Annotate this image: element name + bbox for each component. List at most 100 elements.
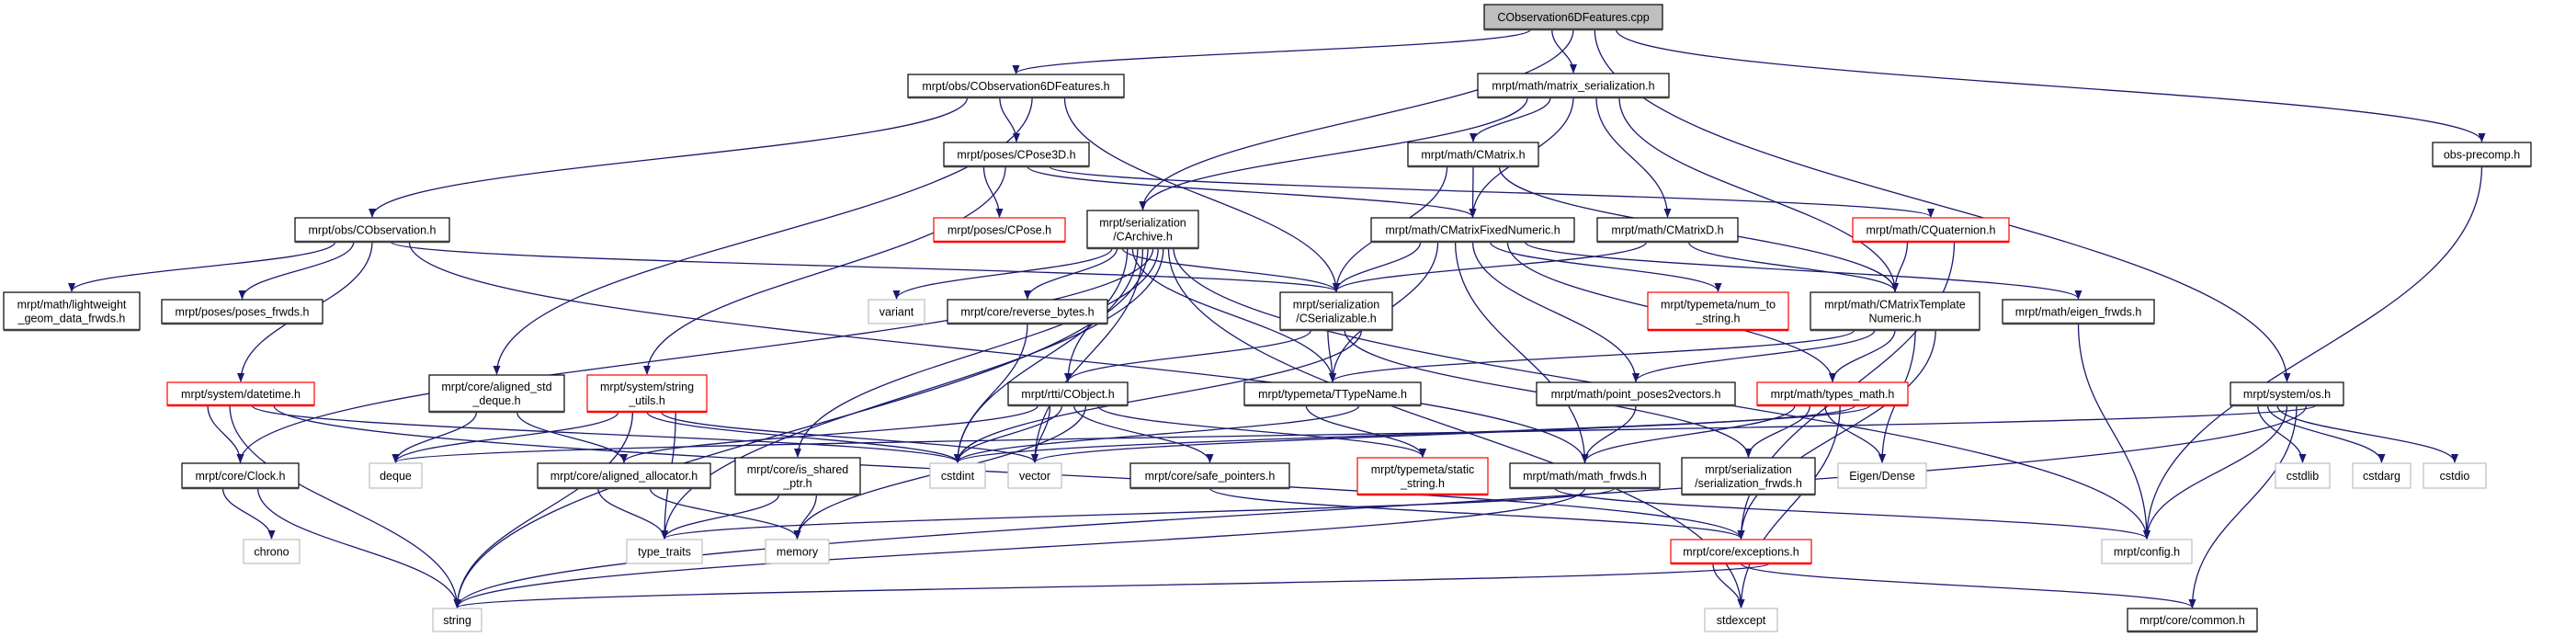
node-box	[1407, 142, 1539, 167]
node-box	[294, 217, 450, 243]
edge-cobject-to-safeptr	[1072, 404, 1214, 463]
node-pp2v[interactable]: mrpt/math/point_poses2vectors.h	[1536, 381, 1736, 407]
edge-datetime-to-string	[229, 404, 461, 609]
edge-cpp-to-obsprecomp	[1615, 28, 2486, 142]
node-numtostr[interactable]: mrpt/typemeta/num_to_string.h	[1647, 291, 1789, 332]
node-label: vector	[1019, 470, 1050, 483]
edge-ttypename-to-staticstr	[1305, 404, 1426, 458]
edge-isshared-to-typetraits	[661, 494, 780, 540]
node-label: mrpt/math/CMatrixFixedNumeric.h	[1385, 224, 1560, 237]
edge-os-to-deque	[392, 404, 2317, 463]
node-label: Eigen/Dense	[1849, 470, 1915, 483]
edge-datetime-to-cstdint	[251, 404, 961, 463]
edge-os-to-cstdio	[2276, 404, 2458, 463]
node-label: deque	[380, 470, 412, 483]
node-posesfrwds[interactable]: mrpt/poses/poses_frwds.h	[161, 299, 323, 325]
node-cquat[interactable]: mrpt/math/CQuaternion.h	[1852, 217, 2010, 244]
edge-typesmath-to-serfrwds	[1744, 404, 1811, 458]
node-config: mrpt/config.h	[2101, 539, 2193, 564]
node-cpp[interactable]: CObservation6DFeatures.cpp	[1483, 4, 1663, 31]
node-typesmath[interactable]: mrpt/math/types_math.h	[1756, 381, 1909, 407]
node-obs6d[interactable]: mrpt/obs/CObservation6DFeatures.h	[907, 74, 1125, 99]
node-obsprecomp[interactable]: obs-precomp.h	[2432, 142, 2532, 168]
node-common[interactable]: mrpt/core/common.h	[2127, 608, 2258, 633]
node-box	[1596, 217, 1739, 243]
node-label: /serialization_frwds.h	[1695, 477, 1802, 490]
node-cpose3d[interactable]: mrpt/poses/CPose3D.h	[943, 142, 1090, 168]
node-cser[interactable]: mrpt/serialization/CSerializable.h	[1279, 291, 1393, 332]
node-label: memory	[777, 546, 819, 559]
node-label: _deque.h	[471, 394, 520, 407]
node-string: string	[432, 608, 482, 632]
node-isshared[interactable]: mrpt/core/is_shared_ptr.h	[734, 457, 861, 496]
node-label: mrpt/serialization	[1705, 463, 1792, 476]
node-revbytes[interactable]: mrpt/core/reverse_bytes.h	[947, 299, 1108, 325]
edge-cobject-to-cstdint	[954, 404, 1063, 463]
node-staticstr[interactable]: mrpt/typemeta/static_string.h	[1356, 457, 1489, 496]
node-cstdint: cstdint	[929, 462, 986, 489]
node-alstd[interactable]: mrpt/core/aligned_std_deque.h	[428, 374, 565, 414]
node-label: Numeric.h	[1869, 313, 1922, 325]
edge-typesmath-to-vector	[1031, 404, 1856, 463]
node-carchive[interactable]: mrpt/serialization/CArchive.h	[1086, 210, 1199, 250]
node-label: mrpt/obs/CObservation.h	[309, 224, 437, 237]
edge-cmtn-to-exceptions	[1737, 329, 1936, 540]
node-label: _ptr.h	[782, 477, 811, 490]
edge-os-to-string	[453, 404, 2308, 609]
node-box	[181, 462, 300, 489]
node-box	[369, 462, 423, 489]
node-os[interactable]: mrpt/system/os.h	[2230, 381, 2344, 407]
node-box	[428, 374, 565, 413]
node-box	[1509, 462, 1661, 489]
node-box	[947, 299, 1108, 324]
edge-cpose3d-to-cmfn	[1027, 165, 1477, 218]
node-box	[1681, 457, 1816, 495]
node-safeptr[interactable]: mrpt/core/safe_pointers.h	[1129, 462, 1290, 490]
node-cpose[interactable]: mrpt/poses/CPose.h	[933, 217, 1066, 244]
node-datetime[interactable]: mrpt/system/datetime.h	[166, 381, 315, 407]
edge-matser-to-cmtn	[1618, 97, 1899, 292]
node-lightweight[interactable]: mrpt/math/lightweight_geom_data_frwds.h	[3, 291, 141, 332]
edge-cser-to-ttypename	[1327, 329, 1336, 382]
node-label: cstdlib	[2287, 470, 2319, 483]
node-label: mrpt/core/aligned_allocator.h	[550, 470, 698, 483]
edge-strutils-to-vector	[660, 411, 1038, 463]
edge-ttypename-to-cstdint	[954, 404, 1360, 463]
node-box	[1007, 462, 1062, 489]
node-label: mrpt/math/matrix_serialization.h	[1492, 80, 1654, 93]
node-box	[166, 381, 315, 406]
node-strutils[interactable]: mrpt/system/string_utils.h	[586, 374, 708, 414]
node-cstdio: cstdio	[2423, 462, 2487, 489]
edge-cmatrixd-to-cmtn	[1687, 241, 1899, 292]
node-cobs[interactable]: mrpt/obs/CObservation.h	[294, 217, 450, 244]
node-cmfn[interactable]: mrpt/math/CMatrixFixedNumeric.h	[1370, 217, 1575, 244]
node-alalloc[interactable]: mrpt/core/aligned_allocator.h	[537, 462, 711, 490]
node-box	[1670, 539, 1812, 564]
node-cstdarg: cstdarg	[2352, 462, 2411, 489]
node-box	[2002, 299, 2155, 324]
edge-cmtn-to-ttypename	[1329, 329, 1855, 382]
node-cmatrix[interactable]: mrpt/math/CMatrix.h	[1407, 142, 1539, 168]
node-label: mrpt/poses/poses_frwds.h	[176, 306, 310, 319]
node-eigenfrwds[interactable]: mrpt/math/eigen_frwds.h	[2002, 299, 2155, 325]
node-cmatrixd[interactable]: mrpt/math/CMatrixD.h	[1596, 217, 1739, 244]
edge-alalloc-to-memory	[649, 487, 801, 540]
node-cobject[interactable]: mrpt/rtti/CObject.h	[1007, 381, 1129, 407]
node-exceptions[interactable]: mrpt/core/exceptions.h	[1670, 539, 1812, 565]
node-matser[interactable]: mrpt/math/matrix_serialization.h	[1477, 73, 1670, 99]
edge-typesmath-to-stdexcept	[1737, 404, 1841, 609]
node-box	[2423, 462, 2487, 489]
edge-carchive-to-isshared	[794, 247, 1159, 458]
node-mathfrwds[interactable]: mrpt/math/math_frwds.h	[1509, 462, 1661, 490]
node-box	[1704, 608, 1778, 632]
edge-os-to-common	[2188, 404, 2298, 609]
edge-cpp-to-carchive	[1139, 28, 1574, 210]
node-serfrwds[interactable]: mrpt/serialization/serialization_frwds.h	[1681, 457, 1816, 496]
node-ttypename[interactable]: mrpt/typemeta/TTypeName.h	[1243, 381, 1422, 407]
edge-obs6d-to-cpose3d	[999, 97, 1020, 142]
node-box	[1356, 457, 1489, 495]
node-box	[432, 608, 482, 632]
edge-carchive-to-cser	[1121, 247, 1340, 292]
node-clock[interactable]: mrpt/core/Clock.h	[181, 462, 300, 490]
